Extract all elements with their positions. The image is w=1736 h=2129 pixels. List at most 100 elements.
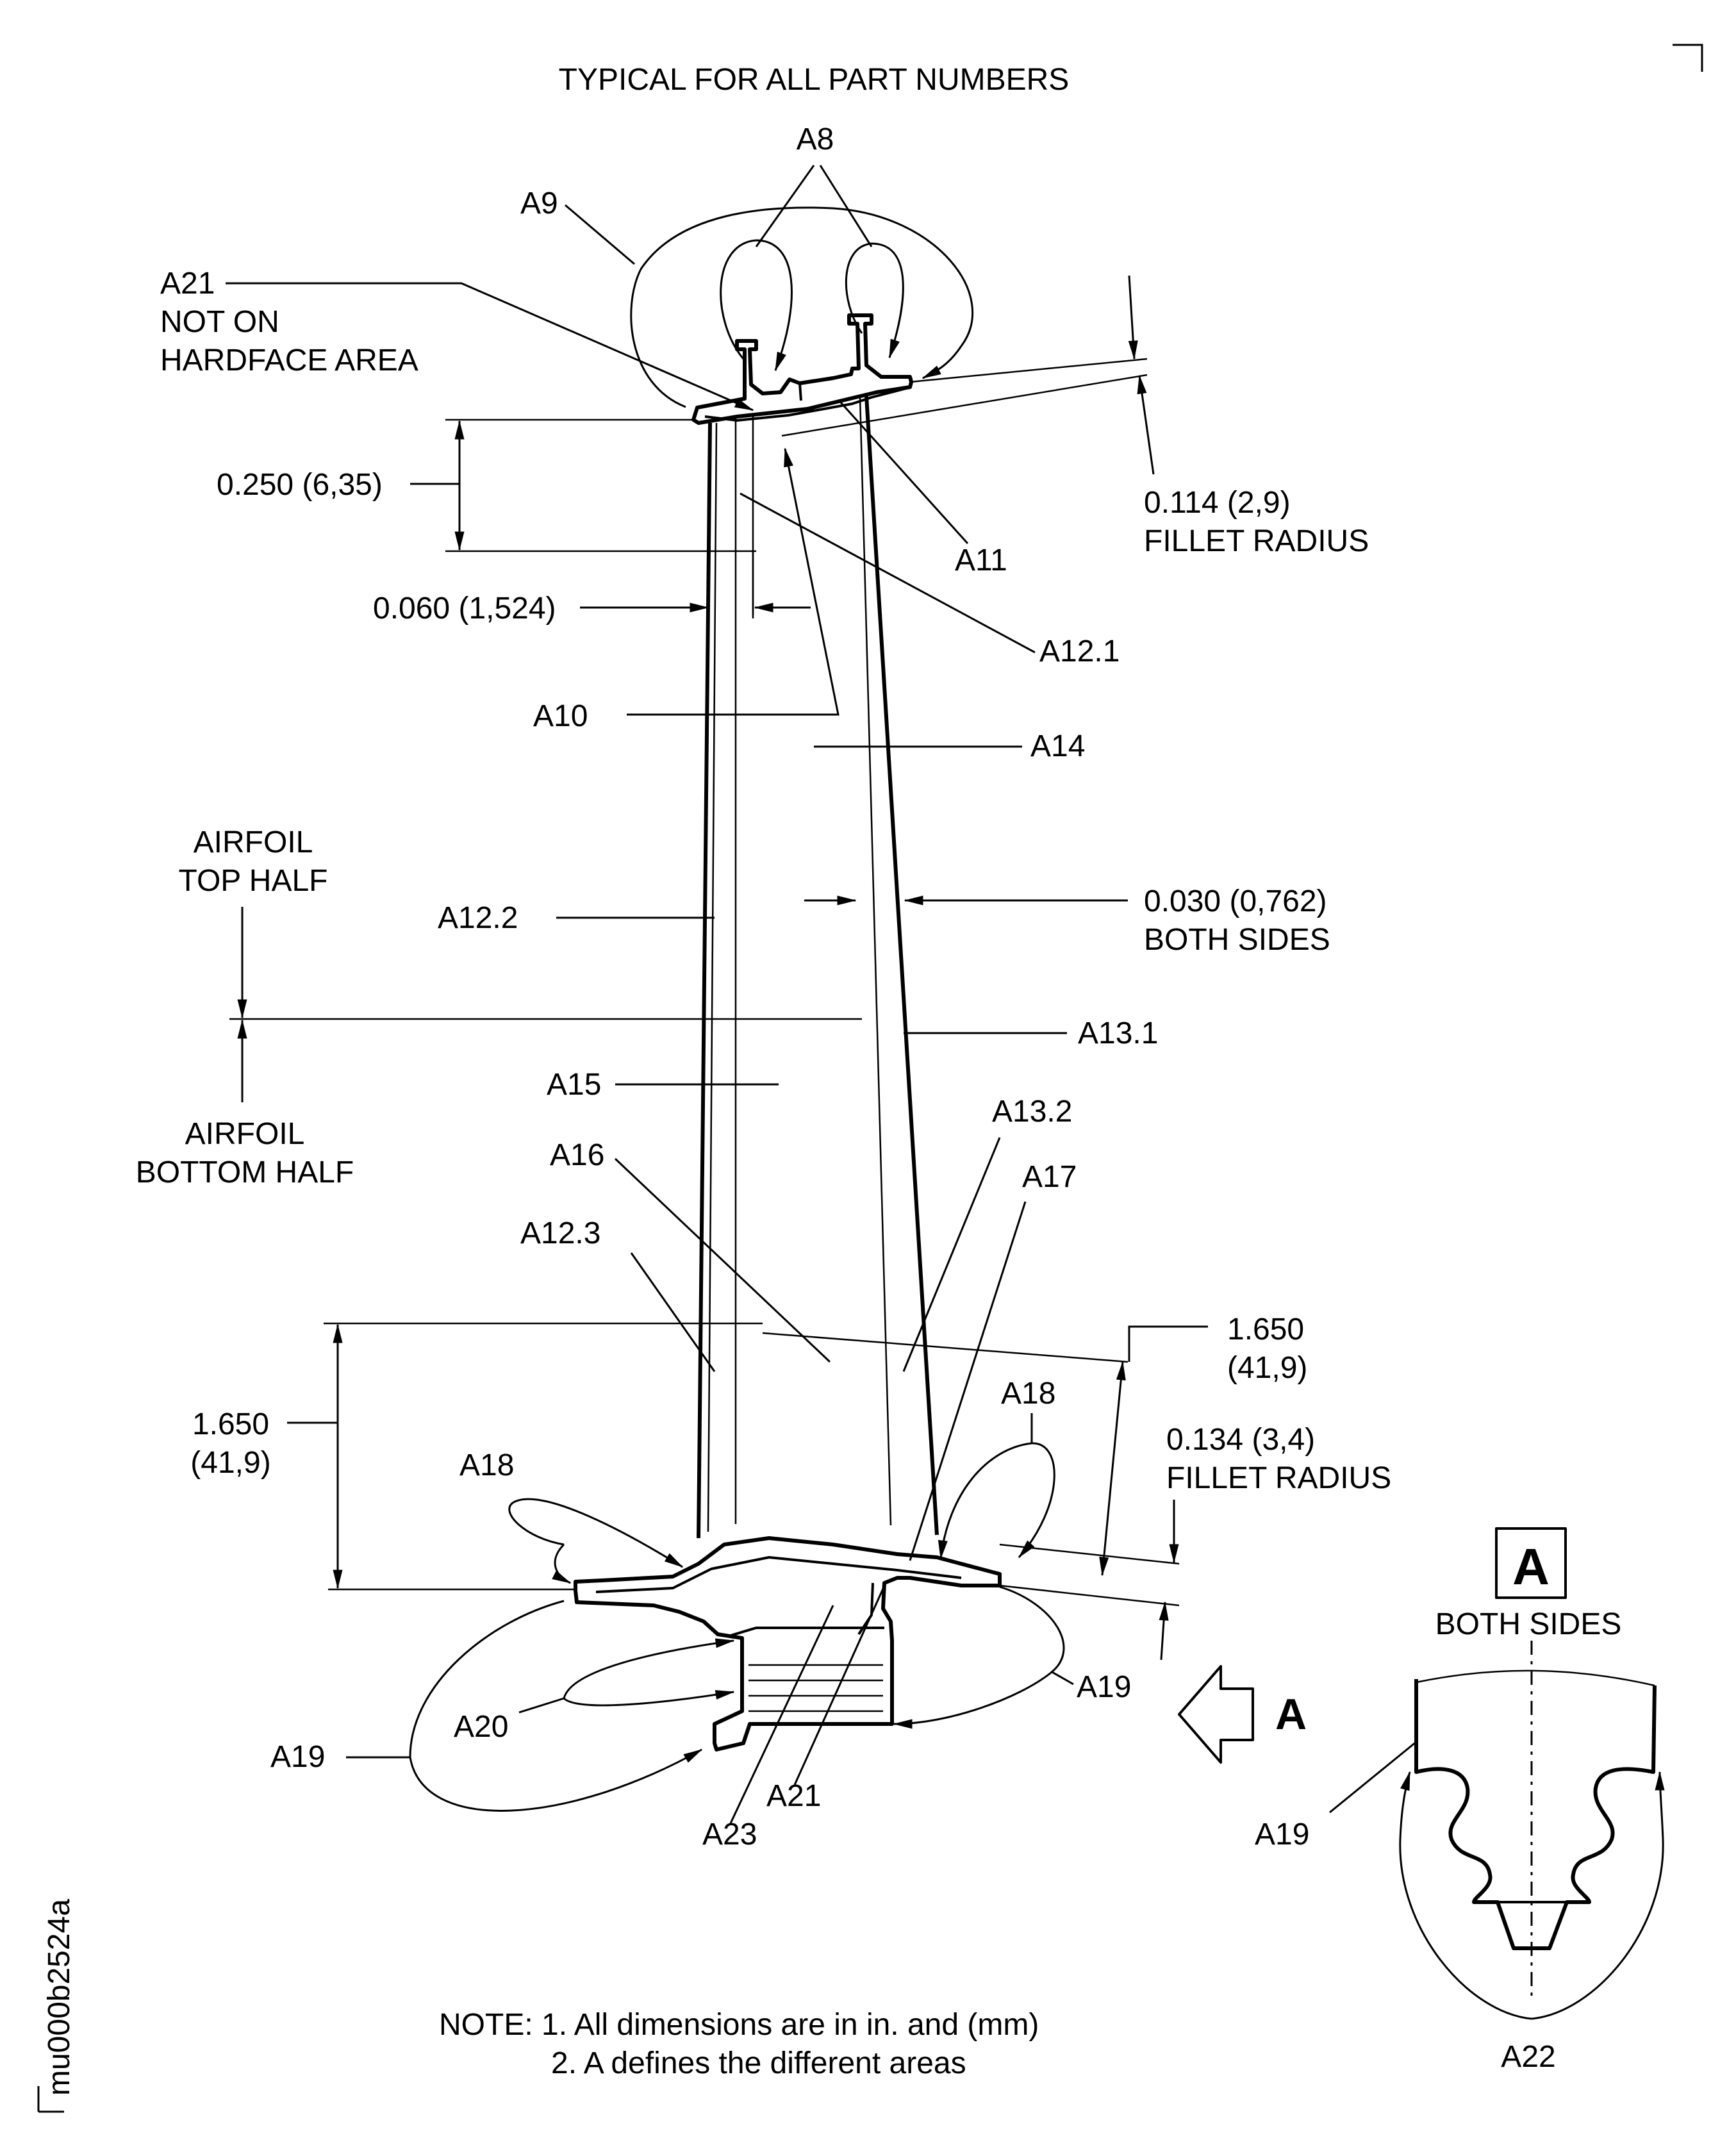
label-a16: A16: [550, 1138, 604, 1172]
leader-a23: [729, 1605, 834, 1824]
leader-a9: [565, 204, 635, 265]
tip-shroud-rail: [798, 383, 802, 401]
leader-a13-2: [902, 1137, 1001, 1372]
label-a18-left: A18: [459, 1448, 514, 1482]
view-a-label-box: [1495, 1527, 1567, 1599]
tip-shroud-lower: [704, 386, 912, 422]
balloon-a9: [630, 206, 974, 408]
dim-1650-right-leader: [1128, 1325, 1208, 1362]
leader-a10: [627, 447, 839, 716]
platform-inner-1: [595, 1556, 962, 1593]
dim-0114-arrow-bottom: [1137, 374, 1155, 475]
label-a14: A14: [1030, 729, 1085, 763]
label-a19-left: A19: [270, 1740, 325, 1774]
dim-1650-right-text: 1.650: [1227, 1313, 1304, 1346]
fillet-ext-line-2: [781, 374, 1148, 437]
view-a-top-curve: [1416, 1669, 1655, 1687]
dim-0114-text-2: FILLET RADIUS: [1144, 524, 1369, 558]
label-a11: A11: [955, 543, 1007, 577]
leader-a11: [839, 401, 969, 545]
airfoil-bottom-text: AIRFOIL: [185, 1117, 305, 1151]
balloon-a8-right: [845, 242, 904, 359]
airfoil-top-text-2: TOP HALF: [179, 864, 328, 898]
leader-a21-bottom: [793, 1582, 887, 1785]
label-a15: A15: [547, 1068, 601, 1102]
dim-0030-text-2: BOTH SIDES: [1144, 923, 1330, 957]
label-a8: A8: [797, 122, 834, 156]
balloon-a19-left: [409, 1600, 703, 1812]
dimensions: 0.250 (6,35) 0.060 (1,524) 0.114 (2,9) F…: [136, 275, 1391, 1661]
leader-a12-3: [630, 1252, 716, 1372]
dim-1650-right-text-2: (41,9): [1227, 1351, 1307, 1385]
fillet-ext-line-1: [909, 358, 1148, 383]
platform-inner-2: [730, 1627, 884, 1637]
leader-view-a-a19: [1329, 1741, 1417, 1814]
leader-a21-top: [226, 282, 754, 411]
dim-0250-text: 0.250 (6,35): [217, 468, 383, 502]
airfoil-leading-edge: [697, 422, 712, 1539]
dim-1650-right-arrow-up: [1112, 1361, 1126, 1455]
label-a12-3: A12.3: [520, 1216, 600, 1250]
balloon-a20: [563, 1638, 735, 1699]
corner-crop-mark: [1673, 44, 1703, 72]
view-a: A A BOTH SIDES A19 A22: [1178, 1527, 1665, 2074]
page-title: TYPICAL FOR ALL PART NUMBERS: [559, 63, 1070, 97]
dim-0030-text: 0.030 (0,762): [1144, 884, 1327, 918]
balloon-a18-left: [508, 1498, 684, 1568]
balloon-a18-left-b: [552, 1543, 572, 1584]
balloon-a18-right: [1018, 1413, 1055, 1559]
view-a-root-outline: [1414, 1679, 1657, 1950]
label-a13-2: A13.2: [992, 1095, 1072, 1129]
label-a21-bottom: A21: [766, 1779, 821, 1813]
label-a9: A9: [520, 186, 558, 220]
view-a-direction-arrow: [1178, 1665, 1254, 1764]
leader-a12-1: [740, 492, 1036, 654]
dim-0134-text: 0.134 (3,4): [1166, 1423, 1315, 1457]
view-a-balloon-a22-right: [1531, 1771, 1665, 2020]
label-a20: A20: [454, 1710, 508, 1744]
label-a10: A10: [533, 699, 588, 733]
balloon-a8-left: [720, 239, 793, 372]
dim-1650-left-text-2: (41,9): [190, 1446, 270, 1480]
note-line-1: NOTE: 1. All dimensions are in in. and (…: [439, 2008, 1039, 2042]
label-a17: A17: [1022, 1160, 1077, 1194]
label-a12-1: A12.1: [1039, 634, 1120, 668]
view-a-label-a22: A22: [1501, 2040, 1555, 2074]
label-a19-right: A19: [1077, 1670, 1131, 1704]
view-a-box-letter: A: [1512, 1538, 1550, 1595]
balloon-a18-right-b: [938, 1442, 1032, 1560]
leader-a8-right: [819, 165, 873, 247]
view-a-arrow-letter: A: [1275, 1690, 1307, 1739]
label-a21-top-line2: NOT ON: [160, 305, 279, 339]
balloon-a19-right: [893, 1586, 1065, 1729]
leader-a20: [518, 1697, 565, 1714]
dim-0134-arrow-bottom: [1159, 1601, 1169, 1661]
dim-0114-text: 0.114 (2,9): [1144, 486, 1291, 520]
airfoil-inner-line-2: [859, 395, 892, 1526]
leader-a16: [614, 1157, 831, 1363]
label-a18-right: A18: [1001, 1377, 1055, 1411]
leaders: A8 A9 A21 NOT ON HARDFACE AREA A11 A12.1…: [160, 122, 1158, 1851]
view-a-both-sides: BOTH SIDES: [1435, 1607, 1622, 1641]
label-a13-1: A13.1: [1078, 1016, 1158, 1050]
dim-0114-arrow-top: [1128, 275, 1138, 360]
airfoil-inner-line-3: [707, 422, 718, 1532]
leader-a8-left: [755, 165, 815, 247]
dim-0060-text: 0.060 (1,524): [373, 592, 556, 625]
label-a23: A23: [702, 1818, 757, 1851]
dim-1650-right-arrow-down: [1099, 1454, 1115, 1577]
note-line-2: 2. A defines the different areas: [551, 2046, 966, 2080]
leader-a19-right: [1050, 1670, 1074, 1686]
view-a-balloon-a22: [1399, 1771, 1532, 2020]
tip-shroud: [691, 313, 913, 425]
bottom-platform: [574, 1536, 1002, 1752]
leader-a17: [909, 1201, 1027, 1561]
label-a21-top-line3: HARDFACE AREA: [160, 344, 418, 377]
figure-id: mu000b2524a: [37, 1899, 76, 2113]
dim-1650-left-text: 1.650: [192, 1407, 269, 1441]
label-a21-top: A21: [160, 267, 215, 301]
airfoil-top-text: AIRFOIL: [194, 825, 313, 859]
balloon-a20-b: [563, 1690, 735, 1707]
dim-0134-text-2: FILLET RADIUS: [1166, 1461, 1391, 1495]
